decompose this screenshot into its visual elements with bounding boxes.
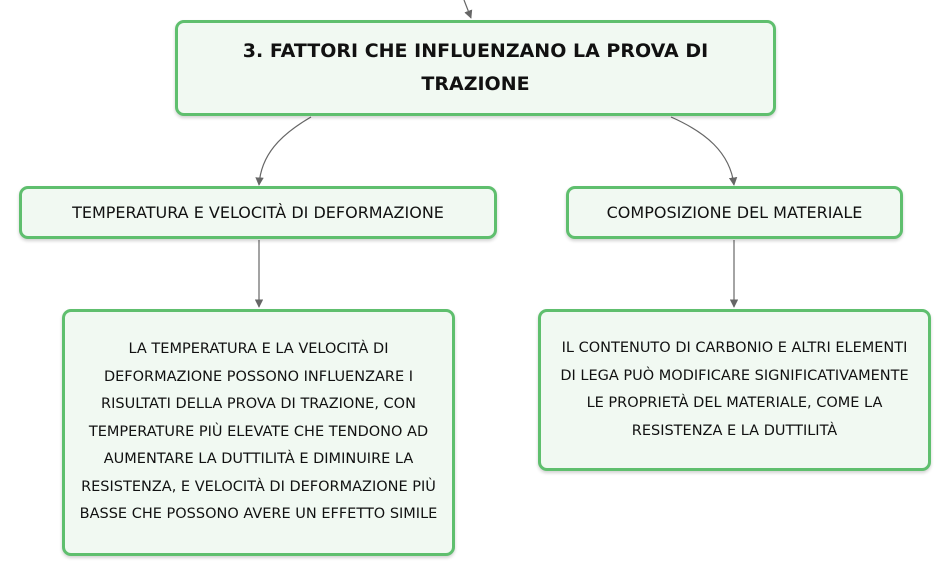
main-topic-text: 3. FATTORI CHE INFLUENZANO LA PROVA DI T… [242, 40, 709, 95]
connector-main-to-composition [670, 116, 738, 186]
branch-node-temperature[interactable]: TEMPERATURA E VELOCITÀ DI DEFORMAZIONE [19, 186, 497, 239]
description-text-composition: IL CONTENUTO DI CARBONIO E ALTRI ELEMENT… [560, 340, 909, 439]
connector-main-to-temperature [255, 116, 312, 186]
main-topic-node[interactable]: 3. FATTORI CHE INFLUENZANO LA PROVA DI T… [175, 20, 776, 116]
branch-title-temperature: TEMPERATURA E VELOCITÀ DI DEFORMAZIONE [72, 203, 444, 222]
connector-parent-to-main [463, 0, 473, 19]
description-node-temperature[interactable]: LA TEMPERATURA E LA VELOCITÀ DI DEFORMAZ… [62, 309, 455, 556]
description-node-composition[interactable]: IL CONTENUTO DI CARBONIO E ALTRI ELEMENT… [538, 309, 931, 471]
branch-title-composition: COMPOSIZIONE DEL MATERIALE [606, 203, 863, 222]
branch-node-composition[interactable]: COMPOSIZIONE DEL MATERIALE [566, 186, 903, 239]
description-text-temperature: LA TEMPERATURA E LA VELOCITÀ DI DEFORMAZ… [79, 341, 438, 523]
